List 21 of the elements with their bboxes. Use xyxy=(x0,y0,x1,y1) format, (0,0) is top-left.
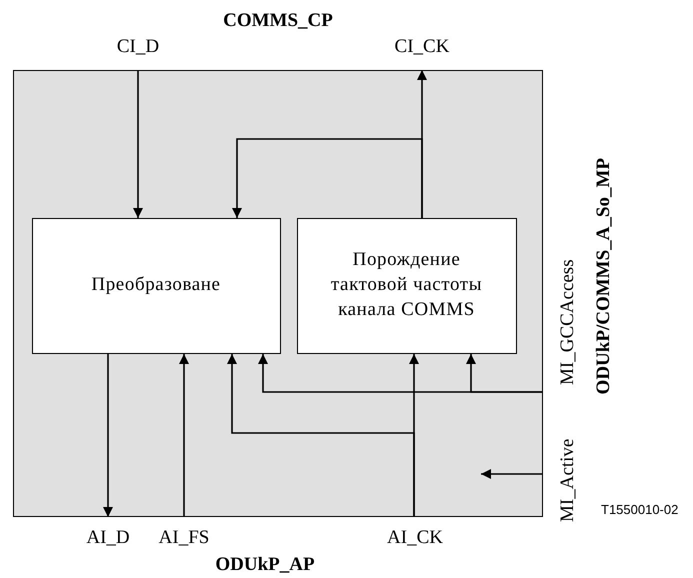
function-block-background xyxy=(13,70,543,517)
signal-label: AI_FS xyxy=(152,517,216,549)
arrow xyxy=(232,138,423,218)
signal-label: AI_D xyxy=(82,517,134,549)
process-box: Порождение тактовой частоты канала COMMS xyxy=(296,218,516,354)
signal-label: CI_D xyxy=(108,36,168,70)
arrow xyxy=(179,354,189,517)
signal-label: AI_CK xyxy=(382,517,448,549)
interface-label: COMMS_CP xyxy=(223,10,333,32)
interface-label: ODUkP/COMMS_A_So_MP xyxy=(593,158,615,394)
arrow xyxy=(481,469,543,479)
interface-label: ODUkP_AP xyxy=(215,554,315,576)
figure-code: T1550010-02 xyxy=(601,502,678,517)
signal-label: CI_CK xyxy=(387,36,457,70)
arrow xyxy=(133,70,143,218)
arrow xyxy=(227,354,415,517)
arrow xyxy=(103,354,113,517)
signal-label: MI_Active xyxy=(543,420,579,540)
signal-label: MI_GCCAccess xyxy=(543,236,579,408)
arrow xyxy=(466,354,543,393)
process-box: Преобразоване xyxy=(32,218,280,354)
